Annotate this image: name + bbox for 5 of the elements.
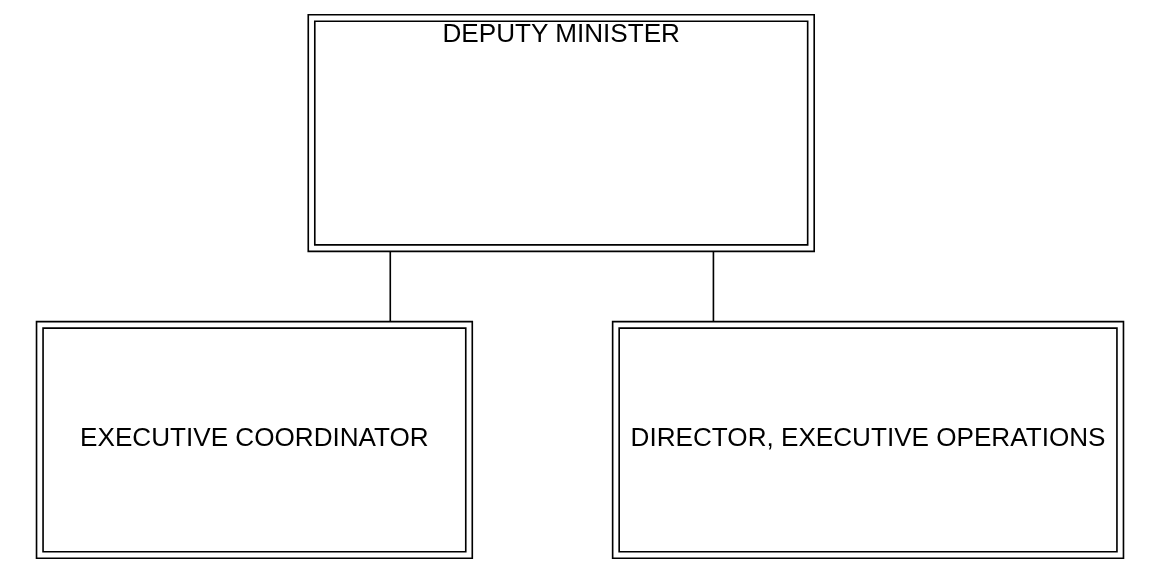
node-box: EXECUTIVE COORDINATOR [35,320,473,560]
node-box: DIRECTOR, EXECUTIVE OPERATIONS [611,320,1124,560]
connector [388,250,391,322]
node-box: DEPUTY MINISTER [306,13,815,253]
connector [712,250,714,322]
